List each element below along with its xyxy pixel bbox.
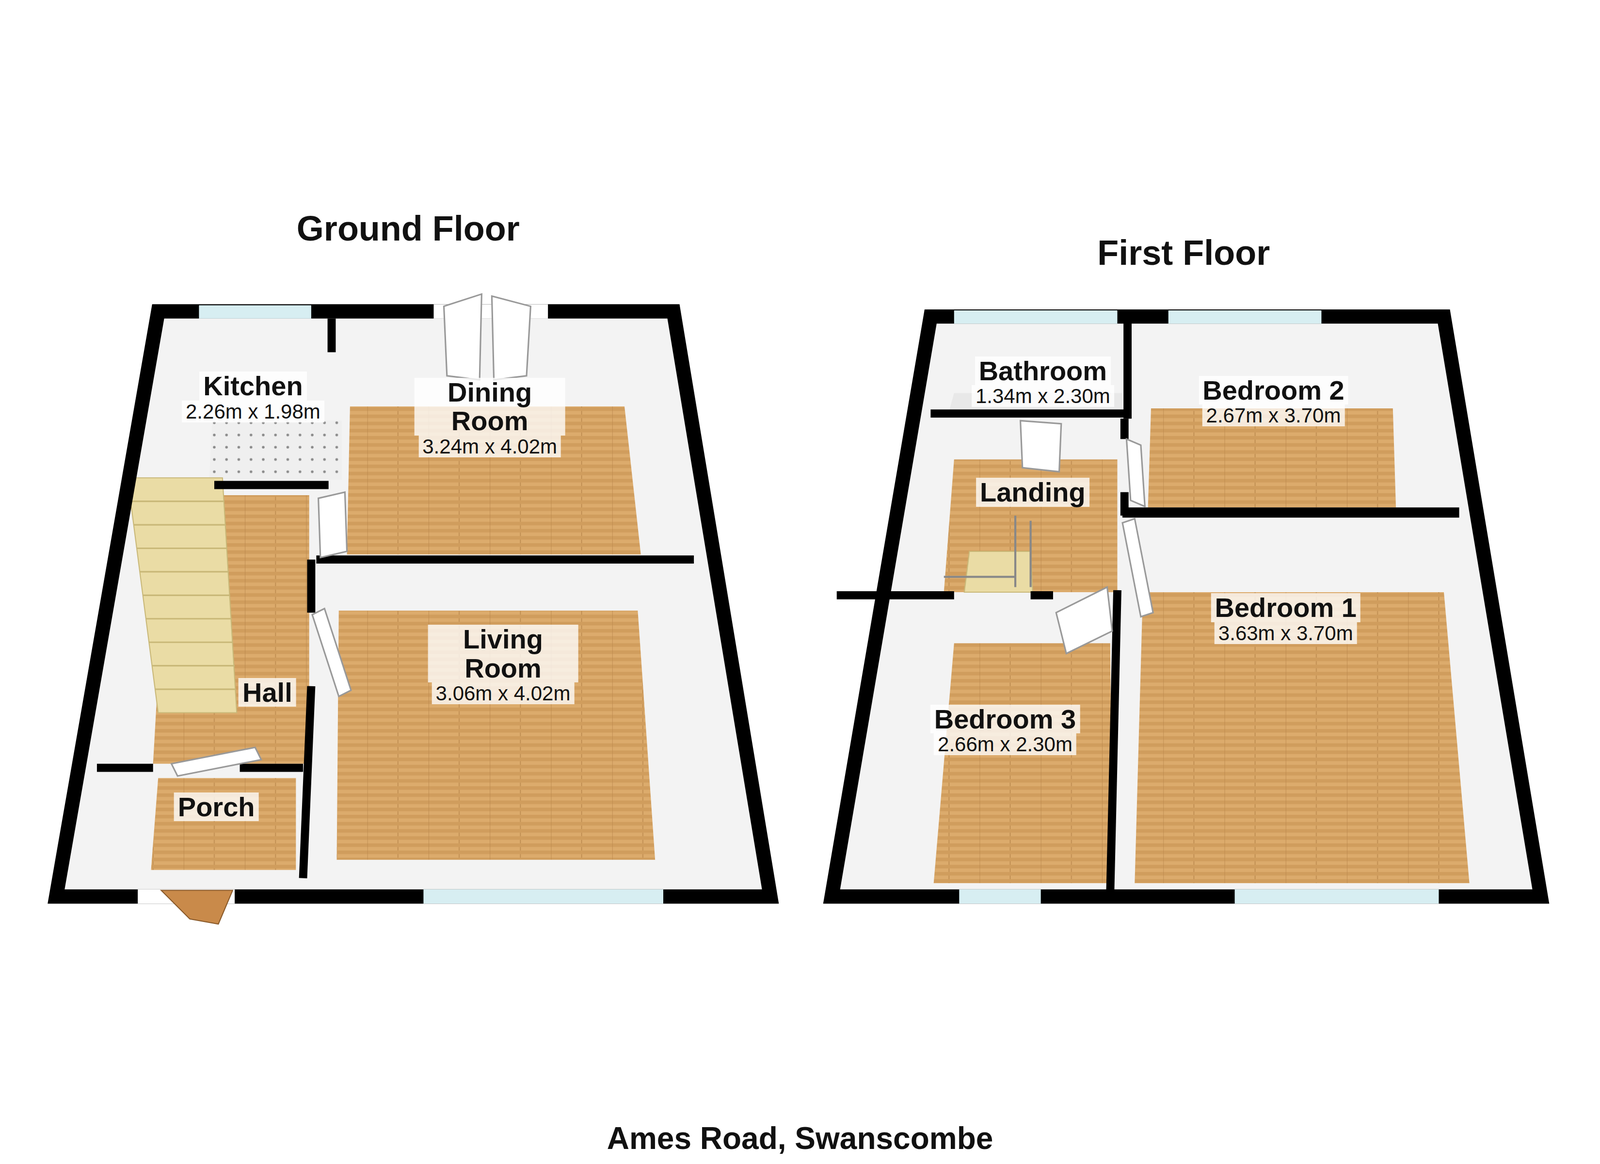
floor-heading: Ground Floor bbox=[296, 209, 520, 248]
room-label: Dining Room3.24m x 4.02m bbox=[414, 377, 566, 458]
room-name: Porch bbox=[174, 792, 259, 821]
room-name: Landing bbox=[976, 477, 1090, 507]
floor-heading: First Floor bbox=[1097, 233, 1270, 272]
room-dimensions: 1.34m x 2.30m bbox=[971, 384, 1115, 407]
ground-floor-drawing bbox=[56, 293, 771, 924]
room-dimensions: 2.67m x 3.70m bbox=[1202, 404, 1345, 427]
room-name: Bedroom 3 bbox=[930, 704, 1081, 734]
room-name: Kitchen bbox=[199, 371, 307, 400]
room-name: Bedroom 1 bbox=[1211, 592, 1361, 622]
room-dimensions: 3.63m x 3.70m bbox=[1214, 622, 1358, 644]
floor-heading-box: First Floor bbox=[1097, 233, 1270, 272]
room: Kitchen2.26m x 1.98m bbox=[163, 324, 352, 480]
room-label: Bathroom1.34m x 2.30m bbox=[971, 356, 1115, 408]
caption: Ames Road, Swanscombe bbox=[0, 1120, 1600, 1155]
first-floor-drawing bbox=[831, 310, 1541, 904]
room: Bathroom1.34m x 2.30m bbox=[933, 324, 1128, 415]
room-label: Bedroom 13.63m x 3.70m bbox=[1211, 592, 1361, 644]
room-name: Bathroom bbox=[975, 356, 1111, 385]
room-label: Bedroom 22.67m x 3.70m bbox=[1198, 375, 1349, 427]
room: Living Room3.06m x 4.02m bbox=[318, 566, 656, 863]
room: Hall bbox=[163, 490, 307, 766]
room-dimensions: 3.24m x 4.02m bbox=[418, 435, 561, 458]
room-label: Hall bbox=[238, 677, 297, 707]
room-dimensions: 2.26m x 1.98m bbox=[181, 400, 325, 423]
room-label: Bedroom 32.66m x 2.30m bbox=[930, 704, 1081, 756]
room-label: Living Room3.06m x 4.02m bbox=[427, 624, 579, 704]
room: Dining Room3.24m x 4.02m bbox=[344, 324, 641, 558]
room-label: Landing bbox=[976, 477, 1090, 507]
room: Landing bbox=[933, 418, 1123, 594]
room: Bedroom 32.66m x 2.30m bbox=[847, 600, 1115, 889]
floor-plan: Ground FloorKitchen2.26m x 1.98m Dining R… bbox=[50, 204, 781, 909]
room: Bedroom 13.63m x 3.70m bbox=[1122, 515, 1531, 892]
room-name: Hall bbox=[238, 677, 297, 707]
floor-heading-box: Ground Floor bbox=[296, 209, 520, 248]
room-dimensions: 2.66m x 2.30m bbox=[933, 733, 1077, 755]
room: Porch bbox=[101, 773, 296, 871]
floor-plan: First FloorBathroom1.34m x 2.30mBedroom … bbox=[824, 229, 1547, 909]
room-name: Living Room bbox=[427, 624, 579, 683]
room-name: Dining Room bbox=[414, 377, 566, 436]
room-dimensions: 3.06m x 4.02m bbox=[432, 682, 575, 704]
room: Bedroom 22.67m x 3.70m bbox=[1132, 324, 1439, 511]
room-name: Bedroom 2 bbox=[1198, 375, 1349, 405]
room-label: Porch bbox=[174, 792, 259, 821]
room-label: Kitchen2.26m x 1.98m bbox=[181, 371, 325, 423]
